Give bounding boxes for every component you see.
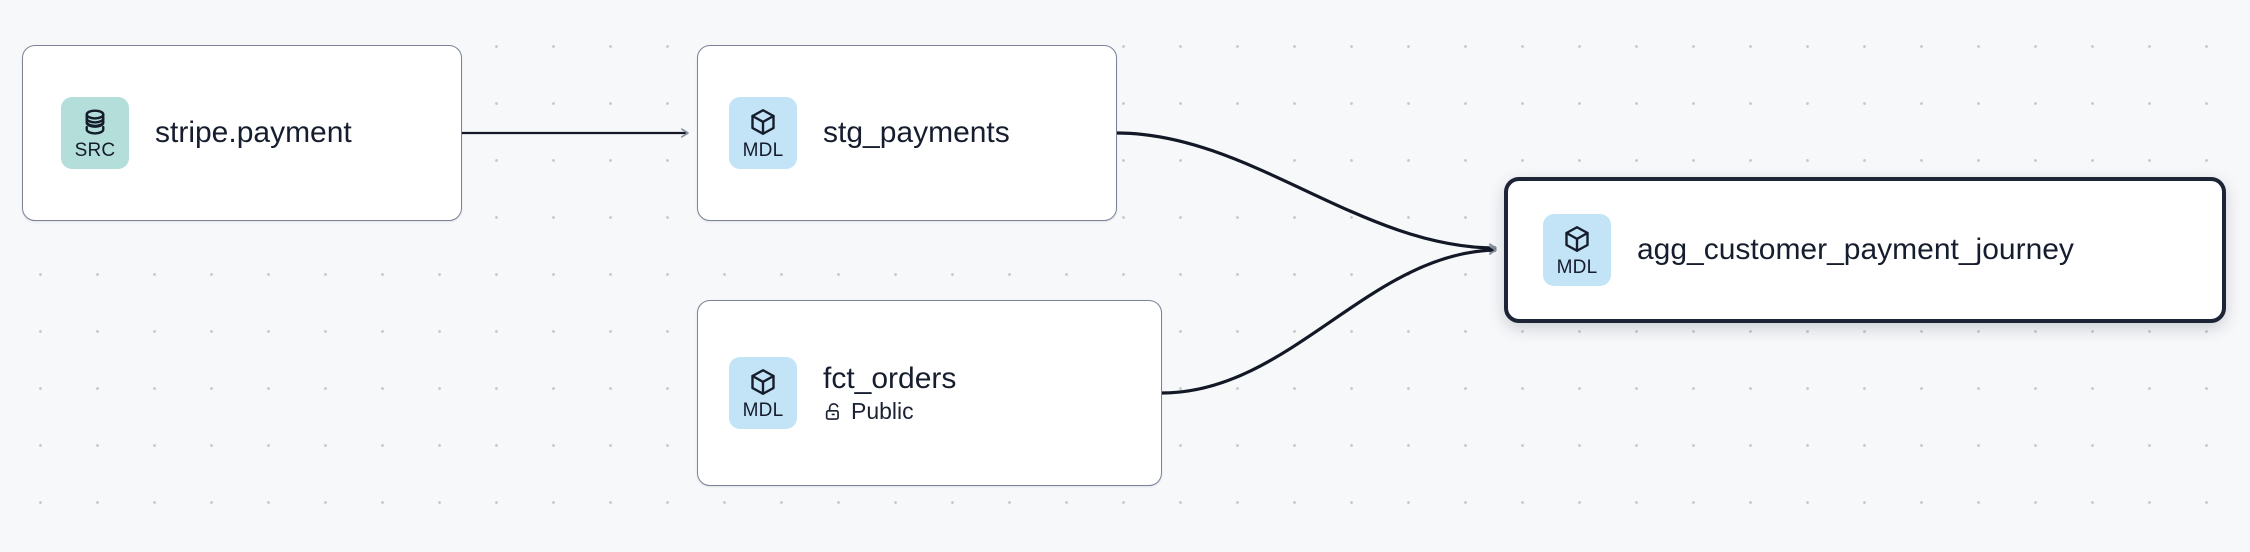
cube-icon xyxy=(1562,224,1592,254)
edge-stg-payments-to-agg-customer-payment-journey xyxy=(1116,131,1497,253)
database-icon xyxy=(80,107,110,137)
unlock-icon xyxy=(823,401,844,422)
node-visibility: Public xyxy=(823,397,956,424)
node-badge-kind-label: MDL xyxy=(742,139,784,161)
node-stripe-payment[interactable]: SRC stripe.payment xyxy=(22,45,462,221)
node-title: fct_orders xyxy=(823,362,957,396)
node-fct-orders[interactable]: MDL fct_orders Public xyxy=(697,300,1162,486)
edge-fct-orders-to-agg-customer-payment-journey xyxy=(1161,245,1497,395)
node-text-block: stg_payments xyxy=(823,116,1010,150)
node-badge-kind-label: SRC xyxy=(74,139,116,161)
node-badge-kind-label: MDL xyxy=(742,399,784,421)
node-text-block: stripe.payment xyxy=(155,116,352,150)
node-title: agg_customer_payment_journey xyxy=(1637,233,2074,267)
node-badge-mdl: MDL xyxy=(729,97,797,169)
node-visibility-label: Public xyxy=(851,397,914,424)
node-badge-kind-label: MDL xyxy=(1556,256,1598,278)
node-title: stripe.payment xyxy=(155,116,352,150)
node-badge-src: SRC xyxy=(61,97,129,169)
node-text-block: agg_customer_payment_journey xyxy=(1637,233,2074,267)
node-title: stg_payments xyxy=(823,116,1010,150)
node-badge-mdl: MDL xyxy=(1543,214,1611,286)
node-stg-payments[interactable]: MDL stg_payments xyxy=(697,45,1117,221)
node-agg-customer-payment-journey[interactable]: MDL agg_customer_payment_journey xyxy=(1504,177,2226,323)
node-text-block: fct_orders Public xyxy=(823,362,956,424)
cube-icon xyxy=(748,367,778,397)
node-badge-mdl: MDL xyxy=(729,357,797,429)
cube-icon xyxy=(748,107,778,137)
